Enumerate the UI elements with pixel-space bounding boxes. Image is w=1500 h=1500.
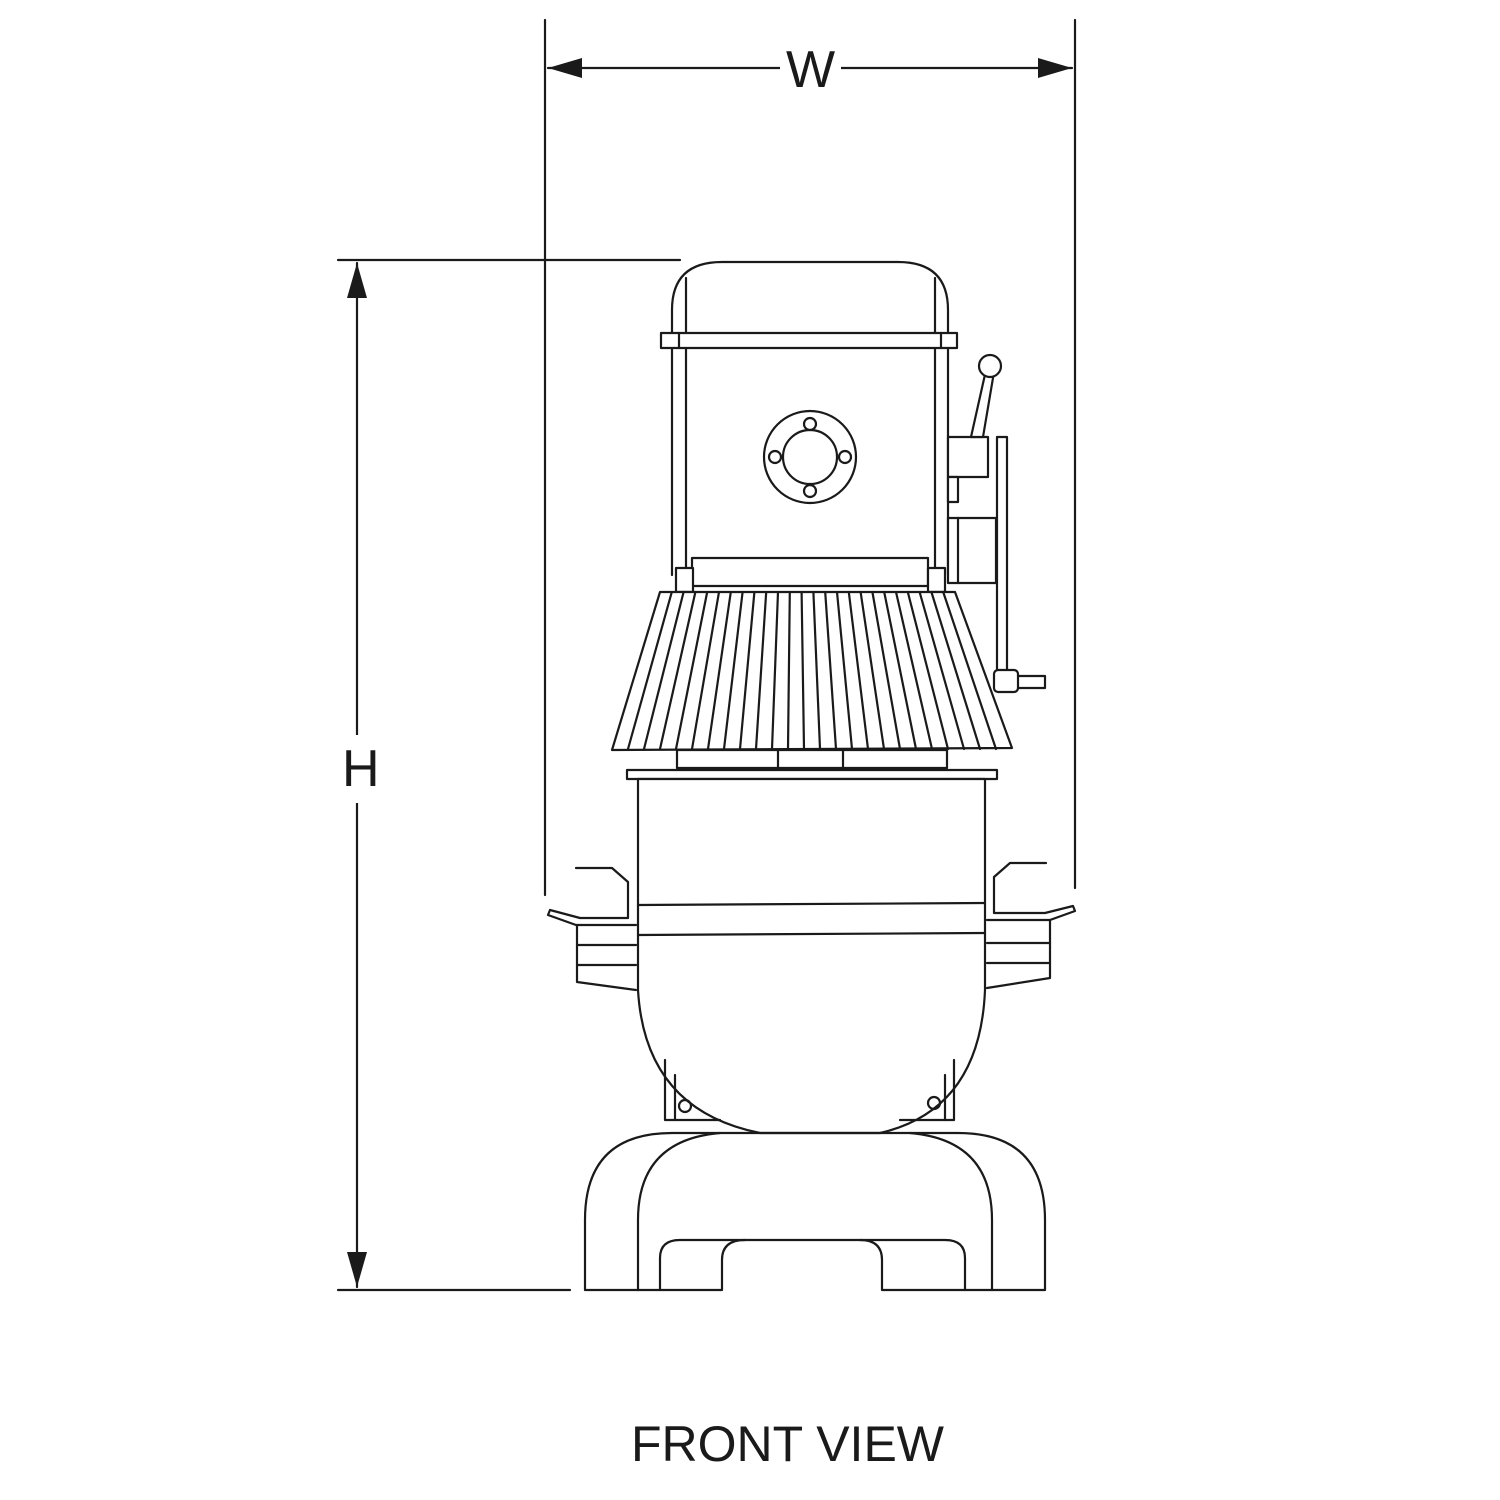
arrow-left-icon <box>548 58 582 78</box>
guard-rib <box>894 590 934 751</box>
guard-rib <box>754 590 768 751</box>
guard-rib <box>626 590 673 751</box>
width-label: W <box>780 40 842 100</box>
guard-rib <box>690 590 721 751</box>
mixing-bowl <box>546 768 1077 1135</box>
guard-rib <box>642 590 685 751</box>
view-caption: FRONT VIEW <box>631 1416 944 1472</box>
height-label: H <box>342 735 380 803</box>
arrow-up-icon <box>347 263 367 298</box>
arrow-right-icon <box>1038 58 1072 78</box>
arrow-down-icon <box>347 1252 367 1287</box>
guard-rib <box>812 590 822 751</box>
guard-rib <box>835 590 854 751</box>
guard-rib <box>942 590 998 751</box>
mixer-head <box>659 260 959 594</box>
guard-rib <box>847 590 870 751</box>
guard-rib <box>859 590 886 751</box>
guard-rib <box>906 590 950 751</box>
guard-rib <box>770 590 780 751</box>
guard-rib <box>738 590 756 751</box>
splash-guard <box>610 590 1014 752</box>
bowl-lift-lever <box>946 353 1047 694</box>
guard-rib <box>930 590 982 751</box>
drive-flange <box>762 409 858 505</box>
guard-rib <box>658 590 697 751</box>
guard-rib <box>674 590 709 751</box>
guard-rib <box>786 590 791 751</box>
guard-rib <box>722 590 744 751</box>
guard-rib <box>706 590 732 751</box>
guard-rib <box>824 590 838 751</box>
guard-rib <box>871 590 902 751</box>
guard-rib <box>800 590 806 751</box>
guard-rib <box>918 590 966 751</box>
mixer-base <box>583 1131 1047 1292</box>
guard-rib <box>883 590 918 751</box>
